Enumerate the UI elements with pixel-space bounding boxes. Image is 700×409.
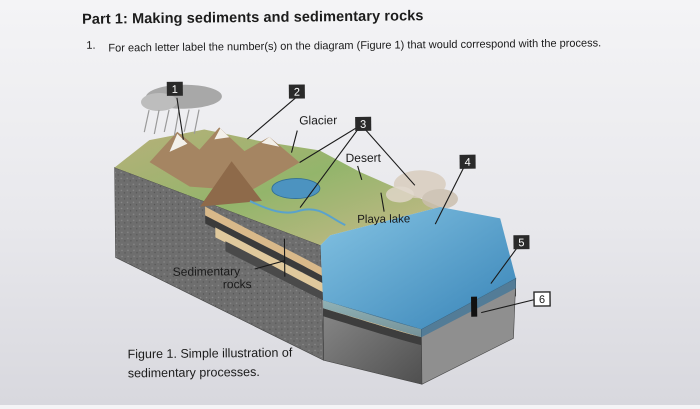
svg-text:3: 3 [360,119,366,131]
number-label-4: 4 [460,155,476,169]
core-marker [471,297,477,317]
number-label-2: 2 [289,84,305,98]
number-label-6: 6 [534,292,550,306]
sedimentary-rocks-label-line2: rocks [223,277,252,291]
svg-text:5: 5 [518,237,524,249]
number-label-3: 3 [355,117,371,131]
svg-text:2: 2 [294,87,300,99]
desert-label: Desert [345,151,381,165]
svg-text:1: 1 [172,84,178,96]
playa-lake-label: Playa lake [357,213,410,226]
figure-caption: Figure 1. Simple illustration of sedimen… [128,343,328,383]
svg-text:4: 4 [464,157,470,169]
mountain-lake [272,178,320,199]
svg-text:6: 6 [539,294,545,306]
number-label-1: 1 [167,82,183,96]
number-label-5: 5 [513,235,529,249]
glacier-label: Glacier [299,113,337,127]
